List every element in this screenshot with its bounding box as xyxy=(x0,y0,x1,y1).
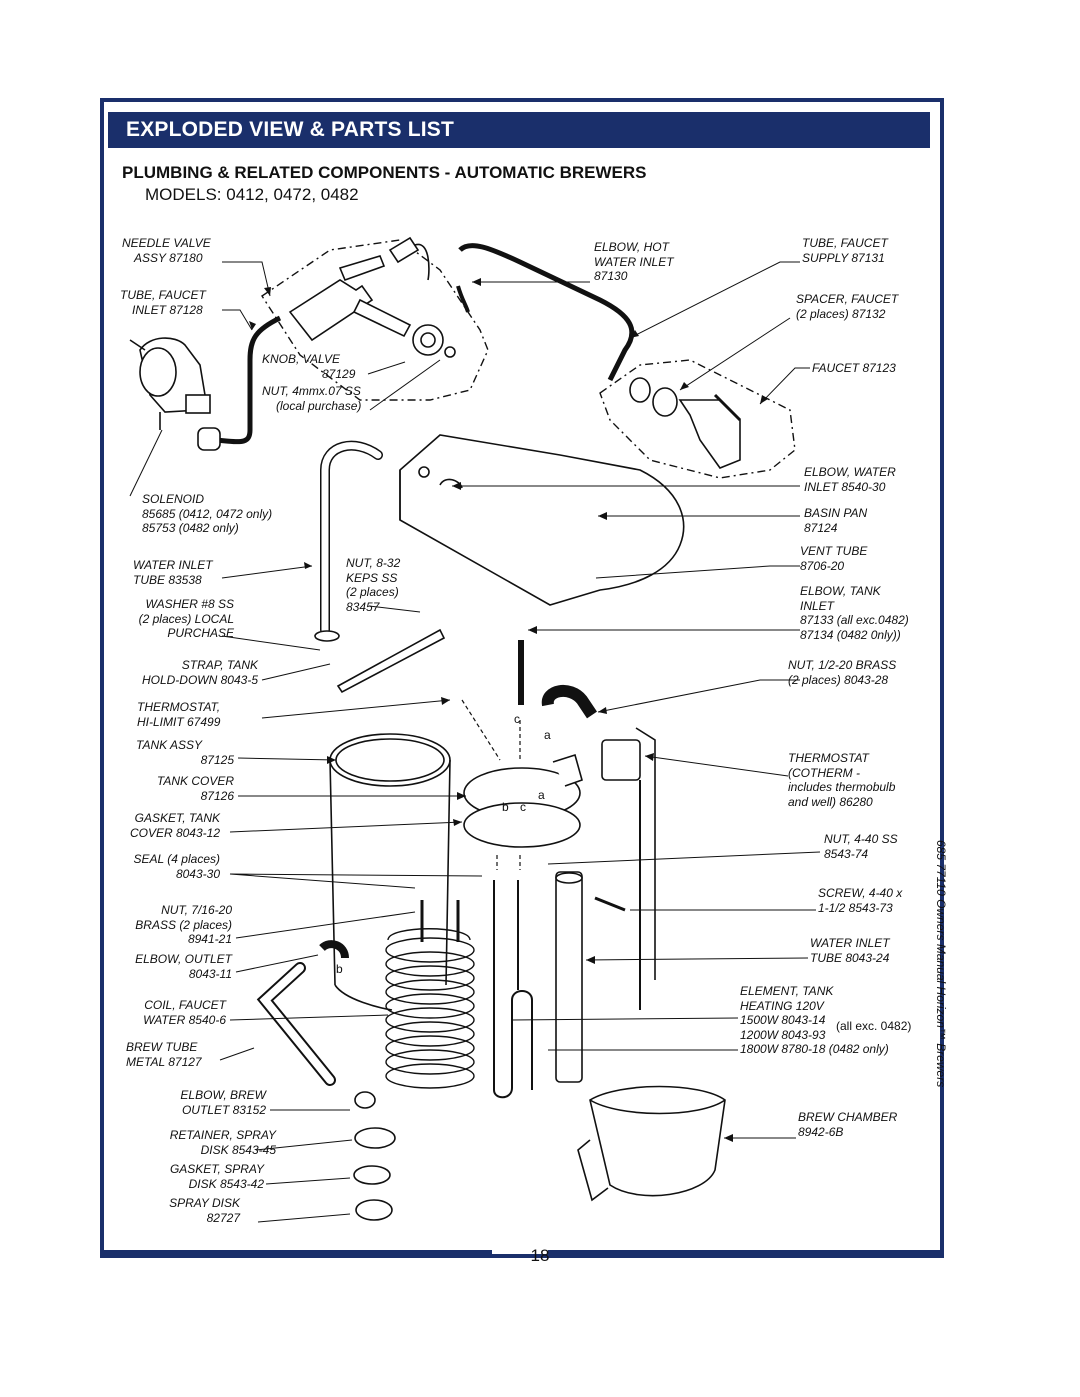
leader-lines xyxy=(129,261,821,1223)
label-coil-faucet: COIL, FAUCET WATER 8540-6 xyxy=(143,998,226,1027)
label-water-inlet-tube-bottom: WATER INLET TUBE 8043-24 xyxy=(810,936,890,965)
label-brew-chamber: BREW CHAMBER 8942-6B xyxy=(798,1110,898,1139)
callout-c: c xyxy=(520,800,526,814)
label-spacer-faucet: SPACER, FAUCET (2 places) 87132 xyxy=(796,292,899,321)
label-nut-brass: NUT, 1/2-20 BRASS (2 places) 8043-28 xyxy=(788,658,897,687)
tank-cover-drawing xyxy=(463,753,583,848)
label-seal: SEAL (4 places) 8043-30 xyxy=(133,852,221,881)
label-needle-valve: NEEDLE VALVE ASSY 87180 xyxy=(122,236,211,265)
models-line: MODELS: 0412, 0472, 0482 xyxy=(145,185,359,204)
label-nut-4mm: NUT, 4mmx.07 SS (local purchase) xyxy=(262,384,362,413)
gasket-spray-drawing xyxy=(353,1165,391,1185)
water-inlet-tube-bottom-drawing xyxy=(555,871,583,1083)
strap-drawing xyxy=(336,628,446,694)
label-thermostat-hi-limit: THERMOSTAT, HI-LIMIT 67499 xyxy=(137,700,221,729)
label-spray-disk: SPRAY DISK 82727 xyxy=(169,1196,240,1225)
faucet-drawing xyxy=(629,377,742,469)
callout-b: b xyxy=(502,800,509,814)
label-screw: SCREW, 4-40 x 1-1/2 8543-73 xyxy=(818,886,903,915)
label-nut-4-40: NUT, 4-40 SS 8543-74 xyxy=(824,832,898,861)
label-washer: WASHER #8 SS (2 places) LOCAL PURCHASE xyxy=(138,597,234,640)
page-title: EXPLODED VIEW & PARTS LIST xyxy=(126,118,455,141)
label-thermostat-cotherm: THERMOSTAT (COTHERM - includes thermobul… xyxy=(788,751,896,809)
section-title: PLUMBING & RELATED COMPONENTS - AUTOMATI… xyxy=(122,163,647,182)
assembly-guides xyxy=(461,699,521,870)
label-vent-tube: VENT TUBE 8706-20 xyxy=(800,544,868,573)
label-water-inlet-tube: WATER INLET TUBE 83538 xyxy=(133,558,213,587)
elbow-outlet-drawing xyxy=(319,940,349,959)
label-elbow-water-inlet: ELBOW, WATER INLET 8540-30 xyxy=(804,465,896,494)
label-nut-7-16: NUT, 7/16-20 BRASS (2 places) 8941-21 xyxy=(135,903,232,946)
page-number: 18 xyxy=(530,1246,550,1265)
dashed-group-outlines xyxy=(261,239,796,479)
label-tube-faucet-supply: TUBE, FAUCET SUPPLY 87131 xyxy=(802,236,888,265)
label-faucet: FAUCET 87123 xyxy=(812,361,896,375)
screw-drawing xyxy=(594,896,626,912)
solenoid-drawing xyxy=(129,337,211,430)
retainer-spray-drawing xyxy=(354,1127,396,1149)
label-retainer-spray: RETAINER, SPRAY DISK 8543-45 xyxy=(169,1128,276,1157)
label-knob-valve: KNOB, VALVE 87129 xyxy=(262,352,356,381)
callout-a: a xyxy=(544,728,551,742)
tube-end-cap xyxy=(197,427,221,451)
label-nut-8-32: NUT, 8-32 KEPS SS (2 places) 83457 xyxy=(346,556,401,614)
label-gasket-spray: GASKET, SPRAY DISK 8543-42 xyxy=(169,1162,264,1191)
label-strap-tank: STRAP, TANK HOLD-DOWN 8043-5 xyxy=(141,658,258,687)
thermostat-drawing xyxy=(601,727,656,1010)
callout-b: b xyxy=(336,962,343,976)
label-tank-cover: TANK COVER 87126 xyxy=(156,774,234,803)
footer-rule-left xyxy=(100,1250,492,1255)
callout-a: a xyxy=(538,788,545,802)
elbow-tank-inlet-drawing xyxy=(541,685,597,719)
label-element-tank: ELEMENT, TANK HEATING 120V 1500W 8043-14… xyxy=(740,984,889,1056)
coil-drawing xyxy=(385,900,475,1089)
tank-drawing xyxy=(329,733,451,1011)
basin-pan-drawing xyxy=(399,434,685,606)
arrowheads xyxy=(249,278,768,1142)
spray-disk-drawing xyxy=(355,1199,393,1221)
tube-faucet-inlet-drawing xyxy=(214,315,282,445)
label-elbow-brew: ELBOW, BREW OUTLET 83152 xyxy=(180,1088,266,1117)
label-elbow-tank-inlet: ELBOW, TANK INLET 87133 (all exc.0482) 8… xyxy=(800,584,909,642)
needle-valve-drawing xyxy=(288,236,470,358)
header-bar: EXPLODED VIEW & PARTS LIST xyxy=(108,112,930,148)
brew-chamber-drawing xyxy=(577,1085,726,1202)
label-gasket-tank: GASKET, TANK COVER 8043-12 xyxy=(129,811,220,840)
elbow-brew-drawing xyxy=(354,1091,376,1109)
label-tank-assy: TANK ASSY 87125 xyxy=(136,738,234,767)
label-element-note: (all exc. 0482) xyxy=(836,1019,912,1033)
label-basin-pan: BASIN PAN 87124 xyxy=(804,506,868,535)
label-brew-tube: BREW TUBE METAL 87127 xyxy=(126,1040,202,1069)
label-solenoid: SOLENOID 85685 (0412, 0472 only) 85753 (… xyxy=(142,492,273,535)
label-elbow-outlet: ELBOW, OUTLET 8043-11 xyxy=(135,952,232,981)
label-elbow-hot-water: ELBOW, HOT WATER INLET 87130 xyxy=(594,240,674,283)
callout-c: c xyxy=(514,712,520,726)
label-tube-faucet-inlet: TUBE, FAUCET INLET 87128 xyxy=(120,288,206,317)
footer-rule-right xyxy=(548,1250,940,1255)
heating-element-drawing xyxy=(493,880,533,1099)
side-footer-text: 685 77110 Owners Manual Horizon™ Brewers xyxy=(934,840,948,1088)
